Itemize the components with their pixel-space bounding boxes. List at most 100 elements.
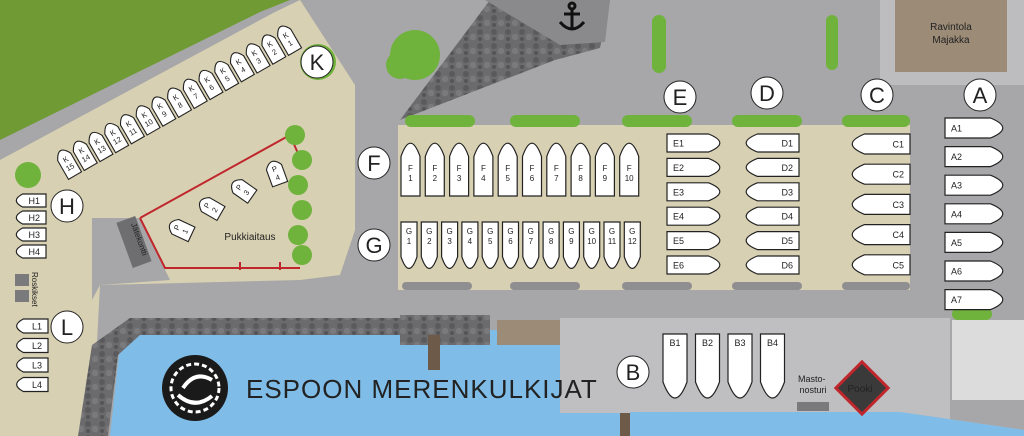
stand-p2[interactable]: P2 [196,195,226,222]
berth-k3[interactable]: K3 [243,41,271,74]
berth-a3[interactable]: A3 [944,174,1004,196]
berth-g9[interactable]: G9 [562,221,580,269]
svg-text:L1: L1 [32,322,42,332]
berth-a6[interactable]: A6 [944,260,1004,282]
berth-k5[interactable]: K5 [211,58,240,92]
svg-text:10: 10 [587,237,596,246]
svg-text:9: 9 [160,109,168,119]
berth-f9[interactable]: F9 [594,142,615,197]
pier-end-caps [402,282,910,290]
svg-text:C3: C3 [892,200,904,210]
berth-e4[interactable]: E4 [666,206,721,226]
berth-f1[interactable]: F1 [400,142,421,197]
svg-text:D2: D2 [781,163,793,173]
berth-f3[interactable]: F3 [449,142,470,197]
berth-f4[interactable]: F4 [473,142,494,197]
berth-k13[interactable]: K13 [86,129,114,163]
svg-text:K: K [187,83,196,93]
berth-e1[interactable]: E1 [666,133,721,153]
berth-g7[interactable]: G7 [522,221,540,269]
berth-d6[interactable]: D6 [745,255,800,275]
berth-l4[interactable]: L4 [16,376,49,393]
berth-b2[interactable]: B2 [694,333,721,399]
berth-h2[interactable]: H2 [15,210,47,225]
berth-g3[interactable]: G3 [441,221,459,269]
berth-d2[interactable]: D2 [745,157,800,177]
berth-b1[interactable]: B1 [662,333,688,399]
berth-k2[interactable]: K2 [258,32,287,65]
berth-f2[interactable]: F2 [424,142,445,197]
pier-label-b: B [616,355,650,389]
berth-g1[interactable]: G1 [400,221,418,269]
svg-text:C: C [869,83,885,108]
svg-text:K: K [124,119,133,129]
berth-k10[interactable]: K10 [133,103,161,136]
berth-h1[interactable]: H1 [15,193,47,208]
berth-e5[interactable]: E5 [666,231,721,251]
berth-c2[interactable]: C2 [851,163,911,185]
berth-a2[interactable]: A2 [944,146,1004,168]
svg-text:3: 3 [242,188,252,197]
berth-c1[interactable]: C1 [851,133,911,155]
stand-p4[interactable]: P4 [264,159,289,188]
berth-k4[interactable]: K4 [227,49,256,83]
svg-text:F: F [627,164,632,173]
berth-k7[interactable]: K7 [180,76,208,110]
berth-l1[interactable]: L1 [16,318,49,334]
berth-e3[interactable]: E3 [666,182,721,202]
berth-b4[interactable]: B4 [759,333,786,399]
pier-label-d: D [750,76,784,110]
berth-k14[interactable]: K14 [70,138,98,172]
berth-f6[interactable]: F6 [521,142,543,197]
berth-g4[interactable]: G4 [461,221,479,269]
svg-text:1: 1 [408,174,413,183]
berth-a7[interactable]: A7 [944,289,1004,311]
berth-g8[interactable]: G8 [542,221,560,269]
berth-g6[interactable]: G6 [501,221,520,269]
berth-b3[interactable]: B3 [727,333,753,399]
berth-l3[interactable]: L3 [16,357,49,373]
svg-text:K: K [140,110,149,120]
berth-e2[interactable]: E2 [666,157,721,177]
berth-k11[interactable]: K11 [117,111,146,145]
berth-f7[interactable]: F7 [546,142,567,197]
berth-k8[interactable]: K8 [164,85,193,119]
berth-g12[interactable]: G12 [623,221,641,269]
berth-g5[interactable]: G5 [481,221,499,269]
berth-d4[interactable]: D4 [745,206,800,226]
berth-l2[interactable]: L2 [16,337,49,354]
berth-a1[interactable]: A1 [944,117,1004,139]
berth-h4[interactable]: H4 [15,244,47,259]
berth-f10[interactable]: F10 [619,142,640,197]
svg-text:9: 9 [569,237,574,246]
berth-k1[interactable]: K1 [274,23,303,57]
pier-label-e: E [663,80,697,114]
berth-k9[interactable]: K9 [148,94,177,127]
svg-text:10: 10 [143,117,155,129]
berth-k12[interactable]: K12 [101,120,130,154]
berth-d1[interactable]: D1 [745,133,800,153]
berth-c4[interactable]: C4 [851,224,911,246]
svg-text:12: 12 [111,135,123,147]
berth-k15[interactable]: K15 [54,147,83,181]
berth-d5[interactable]: D5 [745,231,800,251]
berth-k6[interactable]: K6 [196,67,224,101]
svg-text:K: K [250,48,259,58]
stand-p1[interactable]: P1 [166,217,196,243]
berth-c3[interactable]: C3 [851,193,911,215]
berth-c5[interactable]: C5 [851,254,911,276]
berth-g11[interactable]: G11 [603,221,621,269]
trash-bin-1 [15,274,29,286]
berth-g2[interactable]: G2 [420,221,438,269]
stand-p3[interactable]: P3 [228,176,258,204]
berth-e6[interactable]: E6 [666,255,721,275]
svg-text:K: K [108,128,117,138]
berth-f5[interactable]: F5 [497,142,518,197]
berth-a5[interactable]: A5 [944,231,1004,253]
wood-jetty-1 [428,335,440,370]
berth-d3[interactable]: D3 [745,182,800,202]
berth-g10[interactable]: G10 [583,221,601,269]
berth-h3[interactable]: H3 [15,227,47,242]
berth-f8[interactable]: F8 [570,142,591,197]
berth-a4[interactable]: A4 [944,203,1004,225]
